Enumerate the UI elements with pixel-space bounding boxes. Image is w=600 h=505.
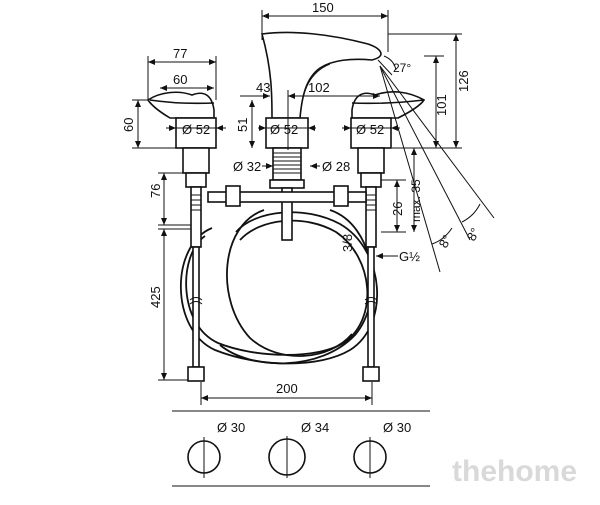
label-handle-width-60: 60 [173,72,187,87]
label-thread-38: 3/8 [340,234,355,252]
thread-labels: 3/8 G½ [340,234,420,264]
dim-32-28: Ø 32 Ø 28 [233,159,350,174]
dim-101: 101 [424,55,449,148]
dim-200: 200 [200,381,373,405]
left-valve-neck [182,147,210,174]
label-hole-left: Ø 30 [217,420,245,435]
dim-51: 51 [235,100,255,148]
angle-line-a [379,65,441,273]
dim-76: 76 [148,172,191,226]
tee-connector [207,185,367,207]
dim-angle-27: 27° [377,55,411,76]
watermark: thehome [452,455,577,488]
hose-right-loop-inner [226,209,353,357]
right-hose-break [364,297,378,305]
hose-right-loop [219,209,373,365]
label-angle-8b: 8° [464,225,483,243]
dim-77: 77 [147,46,217,100]
dim-26-35: 26 max. 35 [381,148,423,233]
dim-425: 425 [148,228,191,381]
spout-inner-curve [299,63,331,119]
label-handle-depth-77: 77 [173,46,187,61]
cutout-plan: Ø 30 Ø 34 Ø 30 [172,410,430,487]
dim-150: 150 [261,0,389,52]
label-spacing-200: 200 [276,381,298,396]
label-angle-8a: 8° [436,232,455,250]
label-hole-center: Ø 34 [301,420,329,435]
label-spout-reach-102: 102 [308,80,330,95]
label-dia-28: Ø 28 [322,159,350,174]
label-angle-27: 27° [393,61,411,75]
right-shank [365,186,377,248]
dim-60-top: 60 [160,72,214,91]
tee-left-fitting [225,185,241,207]
spout-rod [281,187,293,241]
label-hose-425: 425 [148,286,163,308]
left-handle-lever [146,91,215,119]
dim-43: 43 [240,80,270,99]
tee-right-fitting [333,185,349,207]
left-supply-hose [192,246,200,368]
dim-126: 126 [388,33,471,149]
label-width-150: 150 [312,0,334,15]
dim-102: 102 [287,80,380,150]
left-valve [146,91,217,382]
label-shank-76: 76 [148,184,163,198]
right-supply-nut [362,366,380,382]
right-handle-lever [351,91,426,119]
label-dia-right-52: Ø 52 [356,122,384,137]
angle-line-c [379,65,495,219]
left-shank [190,186,202,248]
hose-left-loop [179,211,378,365]
left-nut [185,172,207,188]
right-nut [360,172,382,188]
angle-line-b [379,65,471,241]
left-handle-top [149,99,215,105]
left-hose-break [189,297,203,305]
label-dia-center-52: Ø 52 [270,122,298,137]
label-hole-right: Ø 30 [383,420,411,435]
dia-52-labels: Ø 52 Ø 52 Ø 52 [166,122,400,137]
label-max-35: max. 35 [409,179,423,222]
dim-60-side: 60 [121,99,176,149]
right-valve-neck [357,147,385,174]
label-thread-g12: G½ [399,249,420,264]
spout-base [265,117,309,149]
right-supply-hose [367,246,375,368]
hoses [179,209,378,365]
label-dia-left-52: Ø 52 [182,122,210,137]
left-supply-nut [187,366,205,382]
label-spout-height-101: 101 [434,94,449,116]
label-total-height-126: 126 [456,70,471,92]
left-valve-body [175,117,217,149]
label-spout-base-51: 51 [235,118,250,132]
label-dia-32: Ø 32 [233,159,261,174]
label-spout-offset-43: 43 [256,80,270,95]
spout-nut [269,179,305,189]
label-depth-26: 26 [390,202,405,216]
label-handle-height-60: 60 [121,118,136,132]
tee-bar [207,191,367,203]
